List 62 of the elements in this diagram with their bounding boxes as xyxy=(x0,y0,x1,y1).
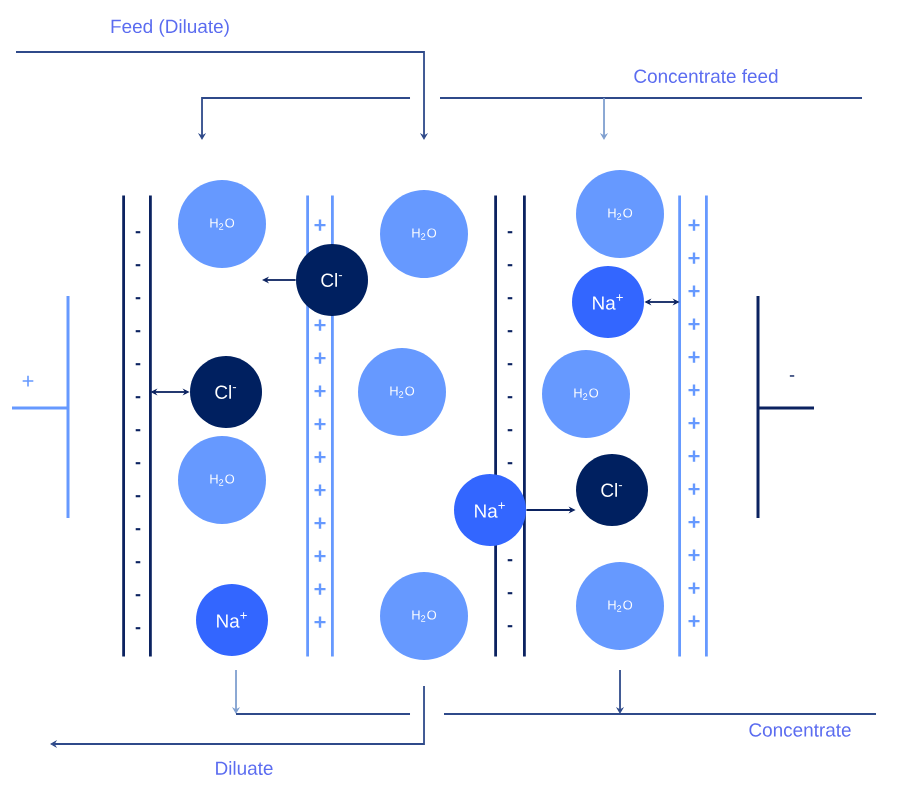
membrane-charge: - xyxy=(507,396,513,399)
membrane-charge: + xyxy=(688,516,700,528)
membrane-charge: + xyxy=(314,583,326,595)
membrane-charge: - xyxy=(507,559,513,562)
chloride-ion: Cl$^{-}$ xyxy=(576,454,648,526)
membrane-charge: + xyxy=(688,549,700,561)
membrane-charge: - xyxy=(507,264,513,267)
membrane-charge: + xyxy=(688,285,700,297)
membrane-charge: - xyxy=(135,363,141,366)
electrode-sign: + xyxy=(22,375,34,387)
membrane-charge: - xyxy=(135,462,141,465)
membrane-charge: + xyxy=(314,219,326,231)
membrane-charge: - xyxy=(507,330,513,333)
membrane-charge: + xyxy=(314,484,326,496)
membrane-charge: - xyxy=(507,297,513,300)
membrane xyxy=(678,194,708,658)
membrane-charge: - xyxy=(507,462,513,465)
membrane-charge: - xyxy=(135,627,141,630)
membrane-charge: + xyxy=(314,451,326,463)
sodium-ion: Na$^{+}$ xyxy=(196,584,268,656)
membrane xyxy=(122,194,152,658)
membrane-charge: - xyxy=(507,429,513,432)
membrane-charge: + xyxy=(688,384,700,396)
membrane-charge: + xyxy=(688,450,700,462)
membrane-charge: - xyxy=(135,264,141,267)
membrane-charge: - xyxy=(135,297,141,300)
membrane-charge: - xyxy=(135,231,141,234)
electrode-sign: - xyxy=(789,375,795,377)
flow-label: Concentrate feed xyxy=(634,69,778,83)
membrane-charge: + xyxy=(688,351,700,363)
sodium-ion: Na$^{+}$ xyxy=(454,474,526,546)
membrane-charge: + xyxy=(688,483,700,495)
membrane-charge: - xyxy=(135,330,141,333)
membrane-charge: - xyxy=(135,561,141,564)
flow-label: Diluate xyxy=(216,761,273,775)
membrane-charge: + xyxy=(314,418,326,430)
membrane-charge: + xyxy=(314,385,326,397)
flow-label: Feed (Diluate) xyxy=(111,19,229,37)
membrane-charge: + xyxy=(688,252,700,264)
membrane-charge: - xyxy=(135,396,141,399)
membrane-charge: + xyxy=(314,550,326,562)
membrane-charge: + xyxy=(314,352,326,364)
membrane-charge: + xyxy=(688,615,700,627)
membrane-charge: + xyxy=(314,517,326,529)
membrane-charge: - xyxy=(135,528,141,531)
membrane-charge: + xyxy=(688,318,700,330)
membrane-charge: - xyxy=(507,625,513,628)
sodium-ion: Na$^{+}$ xyxy=(572,266,644,338)
membrane-charge: - xyxy=(507,363,513,366)
flow-label: Concentrate xyxy=(749,723,851,737)
membrane-charge: - xyxy=(135,594,141,597)
membrane-charge: - xyxy=(507,231,513,234)
membrane-charge: + xyxy=(688,582,700,594)
membrane-charge: - xyxy=(135,429,141,432)
chloride-ion: Cl$^{-}$ xyxy=(296,244,368,316)
membrane-charge: + xyxy=(688,417,700,429)
membrane-charge: - xyxy=(135,495,141,498)
membrane-charge: - xyxy=(507,592,513,595)
membrane-charge: + xyxy=(314,319,326,331)
membrane-charge: + xyxy=(688,219,700,231)
chloride-ion: Cl$^{-}$ xyxy=(190,356,262,428)
membrane-charge: + xyxy=(314,616,326,628)
